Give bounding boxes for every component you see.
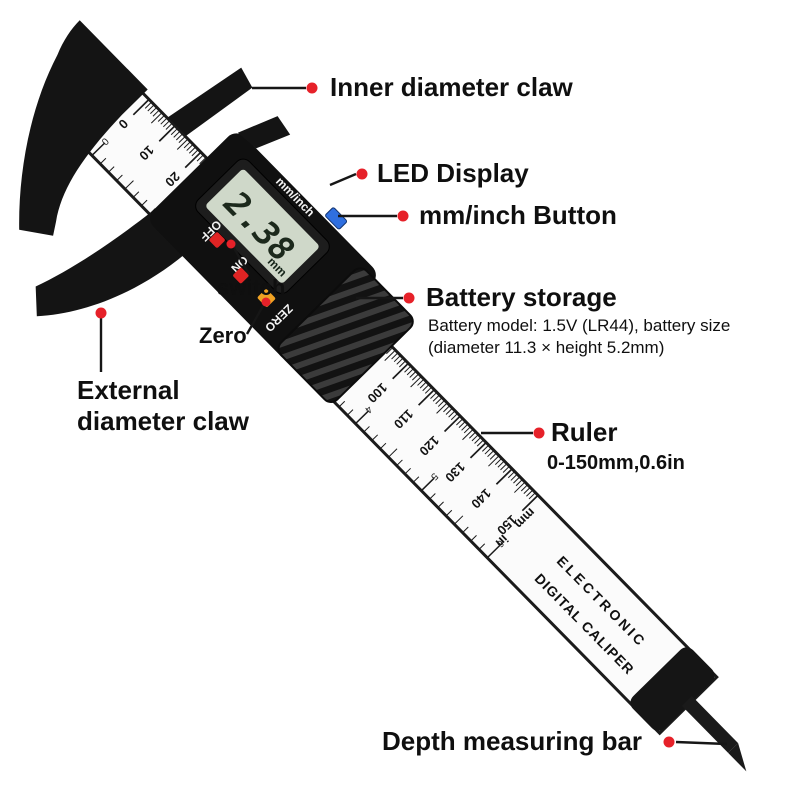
- dot-battery: [403, 292, 415, 304]
- power-button-2: [233, 267, 249, 284]
- label-battery-model: Battery model: 1.5V (LR44), battery size: [428, 316, 731, 335]
- label-external-diameter-claw: External diameter claw: [77, 375, 249, 436]
- dot-ruler: [533, 427, 545, 439]
- label-led-display: LED Display: [377, 158, 529, 188]
- label-external-line2: diameter claw: [77, 405, 249, 436]
- label-mm-inch-button: mm/inch Button: [419, 200, 617, 230]
- svg-text:4: 4: [362, 403, 374, 415]
- depth-rod-tip: [728, 743, 747, 772]
- leader-lines: [99, 86, 728, 746]
- slider-external-jaw: [35, 211, 191, 317]
- leader-zero: [245, 305, 265, 335]
- marker-dots: [95, 82, 675, 748]
- svg-text:6: 6: [494, 537, 506, 549]
- dot-led: [356, 168, 368, 180]
- battery-grip-cover: [277, 267, 414, 404]
- power-button-1: [209, 232, 225, 248]
- dot-zero: [261, 297, 271, 307]
- dot-external: [95, 307, 107, 319]
- label-ruler: Ruler: [551, 417, 618, 447]
- dot-inner-claw: [306, 82, 318, 94]
- leader-switch: [232, 247, 251, 275]
- svg-text:5: 5: [428, 470, 440, 482]
- svg-text:0: 0: [98, 135, 110, 147]
- label-battery-storage: Battery storage: [426, 282, 617, 312]
- slider-inner-jaw: [237, 116, 291, 149]
- leader-depth: [675, 740, 728, 746]
- beam-end-cap: [630, 647, 715, 731]
- label-external-line1: External: [77, 375, 180, 405]
- depth-measuring-rod: [681, 696, 739, 753]
- leader-led: [329, 172, 357, 187]
- dot-switch: [226, 239, 236, 249]
- fixed-inner-jaw: [167, 67, 253, 136]
- label-depth-measuring-bar: Depth measuring bar: [382, 726, 643, 756]
- dot-depth: [663, 736, 675, 748]
- label-zero: Zero: [199, 323, 247, 348]
- mm-inch-button: [325, 207, 348, 230]
- label-inner-diameter-claw: Inner diameter claw: [330, 72, 573, 102]
- dot-mm-inch: [397, 210, 409, 222]
- lcd-screen: [206, 169, 319, 283]
- label-ruler-range: 0-150mm,0.6in: [547, 452, 685, 474]
- fixed-external-jaw: [19, 20, 148, 236]
- mm-scale-ticks: [132, 98, 539, 512]
- label-battery-size: (diameter 11.3 × height 5.2mm): [428, 338, 665, 357]
- label-switch: switch: [217, 275, 286, 300]
